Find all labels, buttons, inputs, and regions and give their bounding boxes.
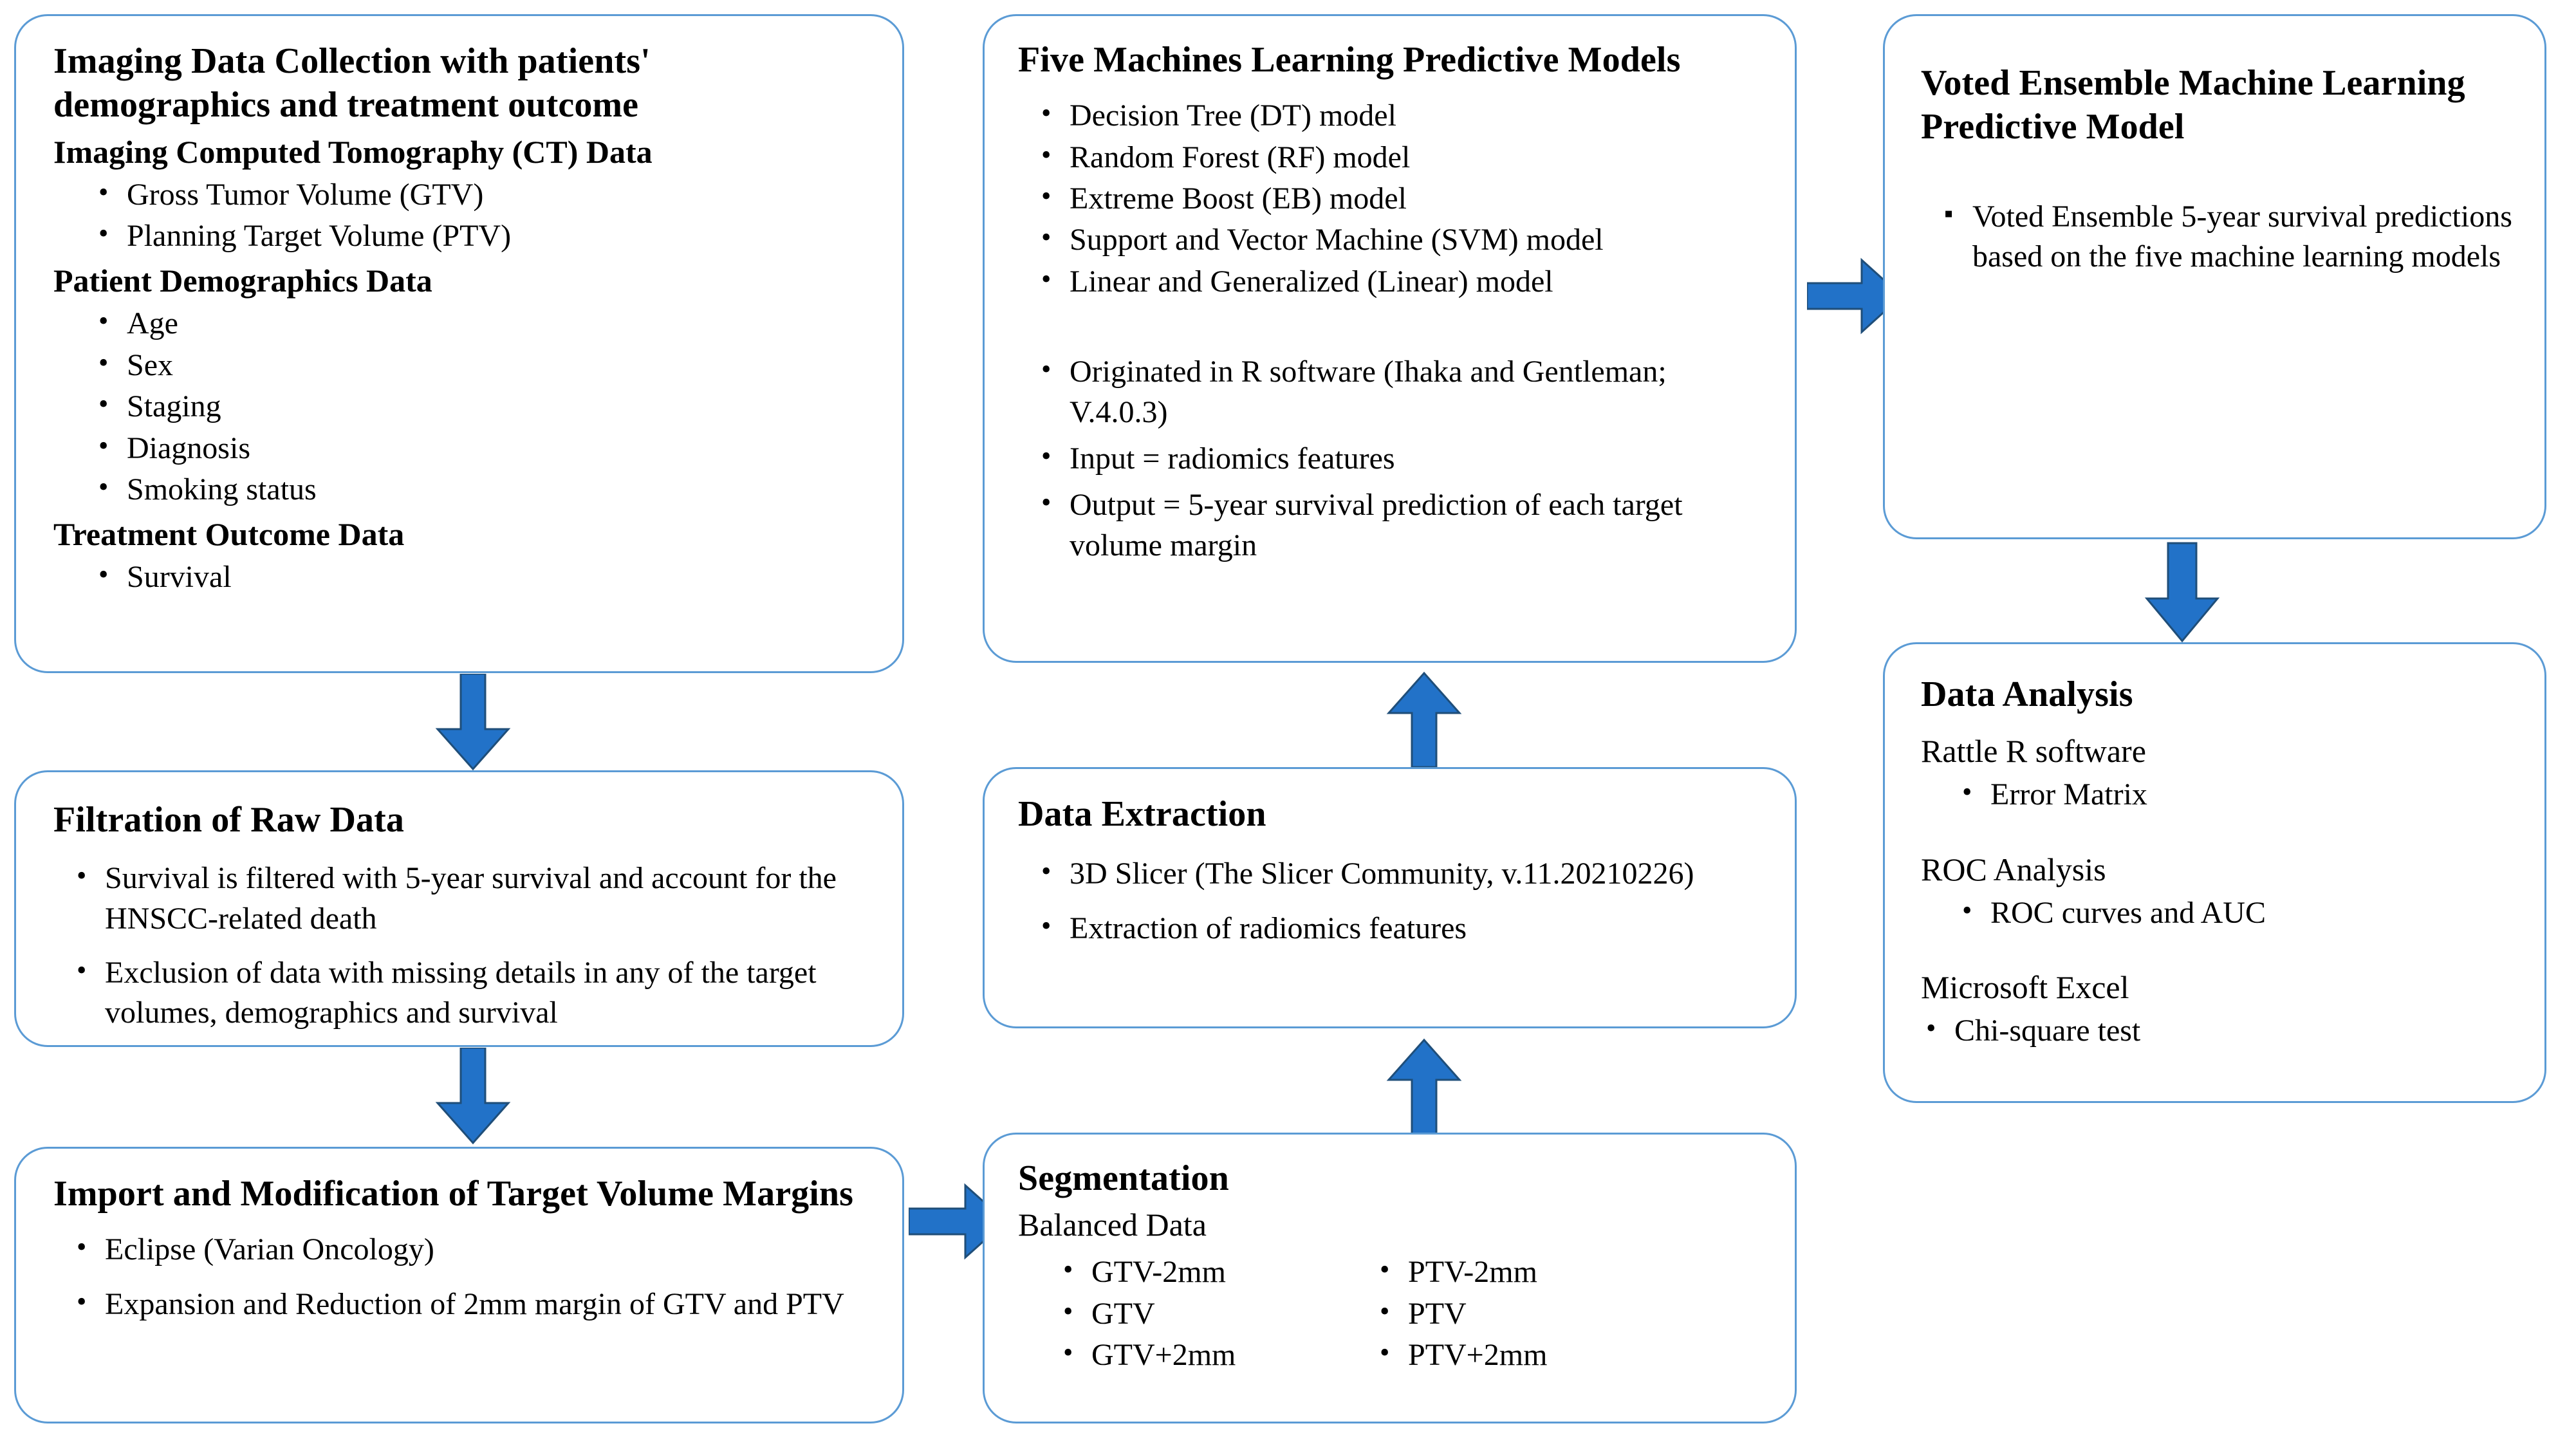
roc-list: ROC curves and AUC	[1921, 892, 2525, 933]
list-item: Voted Ensemble 5-year survival predictio…	[1939, 197, 2521, 277]
section-heading-patient-demographics: Patient Demographics Data	[53, 263, 432, 299]
import-modification-title: Import and Modification of Target Volume…	[53, 1174, 854, 1214]
list-item: Extreme Boost (EB) model	[1036, 178, 1766, 219]
list-item: Smoking status	[93, 468, 874, 510]
five-models-title: Five Machines Learning Predictive Models	[1018, 40, 1681, 80]
filtration-title: Filtration of Raw Data	[53, 800, 405, 840]
segmentation-title: Segmentation	[1018, 1158, 1229, 1198]
section-heading-ct-data: Imaging Computed Tomography (CT) Data	[53, 133, 653, 170]
segmentation-gtv-list: GTV-2mm GTV GTV+2mm	[1018, 1251, 1335, 1377]
filtration-list: Survival is filtered with 5-year surviva…	[53, 857, 874, 1034]
list-item: GTV-2mm	[1058, 1251, 1335, 1292]
models-notes-list: Originated in R software (Ihaka and Gent…	[1018, 351, 1766, 566]
voted-ensemble-list: Voted Ensemble 5-year survival predictio…	[1921, 197, 2521, 277]
list-item: Random Forest (RF) model	[1036, 136, 1766, 178]
arrow-filtration-to-import	[435, 1048, 511, 1145]
box-data-analysis: Data Analysis Rattle R software Error Ma…	[1883, 642, 2546, 1103]
list-item: Diagnosis	[93, 427, 874, 468]
list-item: Planning Target Volume (PTV)	[93, 215, 874, 256]
box-filtration-of-raw-data: Filtration of Raw Data Survival is filte…	[14, 770, 904, 1047]
list-item: ROC curves and AUC	[1957, 892, 2525, 933]
list-item: Expansion and Reduction of 2mm margin of…	[71, 1283, 874, 1324]
list-item: Gross Tumor Volume (GTV)	[93, 174, 874, 215]
list-item: Decision Tree (DT) model	[1036, 95, 1766, 136]
box-data-extraction: Data Extraction 3D Slicer (The Slicer Co…	[983, 767, 1797, 1028]
voted-ensemble-title: Voted Ensemble Machine Learning Predicti…	[1921, 63, 2465, 147]
box-segmentation: Segmentation Balanced Data GTV-2mm GTV G…	[983, 1133, 1797, 1423]
ct-data-list: Gross Tumor Volume (GTV) Planning Target…	[53, 174, 874, 257]
demographics-list: Age Sex Staging Diagnosis Smoking status	[53, 302, 874, 510]
list-item: Survival is filtered with 5-year surviva…	[71, 857, 874, 939]
segmentation-columns: GTV-2mm GTV GTV+2mm PTV-2mm PTV PTV+2mm	[1018, 1250, 1766, 1379]
box-five-ml-models: Five Machines Learning Predictive Models…	[983, 14, 1797, 663]
list-item: Staging	[93, 385, 874, 427]
imaging-data-collection-title: Imaging Data Collection with patients' d…	[53, 41, 651, 125]
list-item: Extraction of radiomics features	[1036, 907, 1766, 949]
list-item: Sex	[93, 344, 874, 385]
list-item: Survival	[93, 556, 874, 597]
list-item: Exclusion of data with missing details i…	[71, 952, 874, 1034]
data-analysis-title: Data Analysis	[1921, 674, 2133, 714]
arrow-models-to-ensemble	[1807, 257, 1904, 335]
list-item: Support and Vector Machine (SVM) model	[1036, 219, 1766, 260]
data-extraction-title: Data Extraction	[1018, 794, 1266, 834]
group-heading-rattle: Rattle R software	[1921, 733, 2146, 770]
list-item: Output = 5-year survival prediction of e…	[1036, 484, 1766, 566]
arrow-segmentation-to-extraction	[1386, 1037, 1462, 1135]
segmentation-ptv-list: PTV-2mm PTV PTV+2mm	[1335, 1251, 1547, 1377]
list-item: Chi-square test	[1921, 1010, 2525, 1051]
box-imaging-data-collection: Imaging Data Collection with patients' d…	[14, 14, 904, 673]
arrow-collection-to-filtration	[435, 674, 511, 772]
excel-list: Chi-square test	[1921, 1010, 2525, 1051]
data-extraction-list: 3D Slicer (The Slicer Community, v.11.20…	[1018, 853, 1766, 949]
list-item: Originated in R software (Ihaka and Gent…	[1036, 351, 1766, 432]
arrow-extraction-to-models	[1386, 671, 1462, 768]
list-item: PTV+2mm	[1375, 1334, 1547, 1375]
outcome-list: Survival	[53, 556, 874, 597]
list-item: PTV-2mm	[1375, 1251, 1547, 1292]
list-item: GTV+2mm	[1058, 1334, 1335, 1375]
list-item: Input = radiomics features	[1036, 438, 1766, 479]
list-item: Eclipse (Varian Oncology)	[71, 1228, 874, 1270]
group-heading-roc: ROC Analysis	[1921, 851, 2106, 887]
rattle-list: Error Matrix	[1921, 774, 2525, 815]
segmentation-subtitle: Balanced Data	[1018, 1207, 1207, 1243]
import-modification-list: Eclipse (Varian Oncology) Expansion and …	[53, 1228, 874, 1324]
list-item: GTV	[1058, 1293, 1335, 1334]
list-item: Error Matrix	[1957, 774, 2525, 815]
arrow-ensemble-to-analysis	[2144, 541, 2220, 644]
list-item: Linear and Generalized (Linear) model	[1036, 261, 1766, 302]
group-heading-excel: Microsoft Excel	[1921, 969, 2129, 1006]
list-item: 3D Slicer (The Slicer Community, v.11.20…	[1036, 853, 1766, 894]
box-voted-ensemble: Voted Ensemble Machine Learning Predicti…	[1883, 14, 2546, 539]
section-heading-treatment-outcome: Treatment Outcome Data	[53, 516, 405, 553]
box-import-and-modification: Import and Modification of Target Volume…	[14, 1147, 904, 1423]
models-list: Decision Tree (DT) model Random Forest (…	[1018, 95, 1766, 302]
list-item: PTV	[1375, 1293, 1547, 1334]
list-item: Age	[93, 302, 874, 344]
